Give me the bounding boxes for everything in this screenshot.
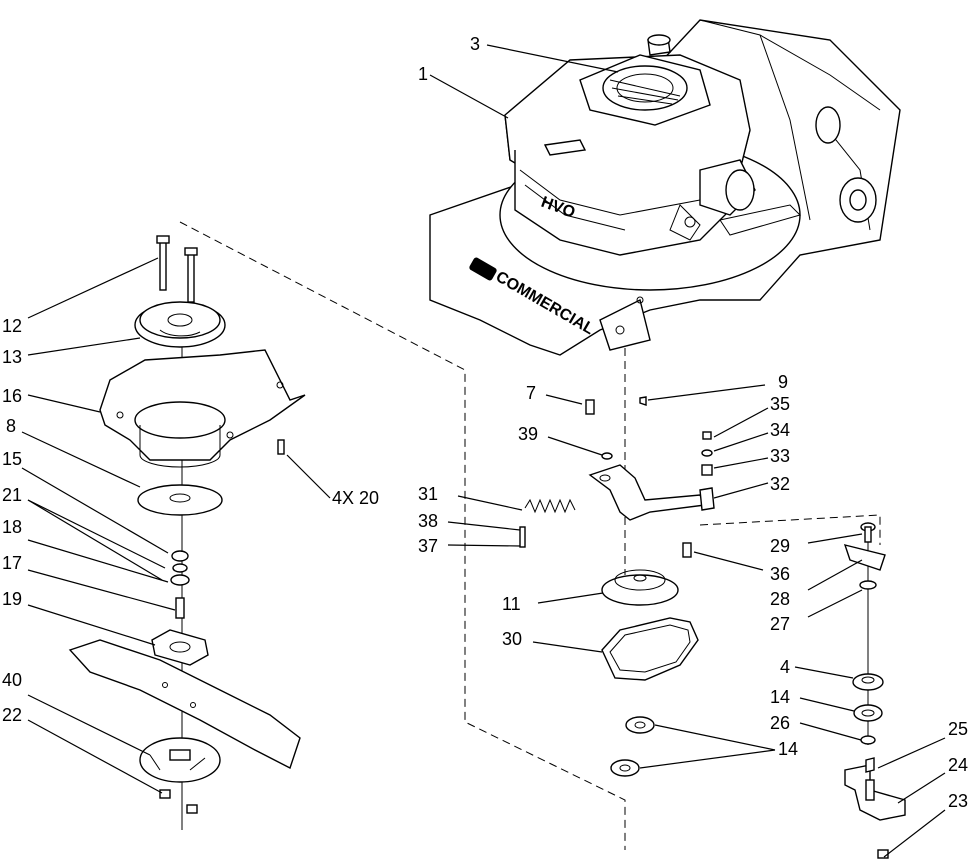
leader-lines <box>21 44 946 858</box>
callout-21: 21 <box>2 485 22 505</box>
washer-26 <box>860 735 876 745</box>
callout-35: 35 <box>770 394 790 414</box>
callout-28: 28 <box>770 589 790 609</box>
nuts-22 <box>159 789 198 814</box>
blade-shroud-16 <box>99 349 306 468</box>
assembly-dashed-outline <box>179 221 881 850</box>
callout-36: 36 <box>770 564 790 584</box>
idler-bracket-24 <box>844 757 906 821</box>
callout-14b: 14 <box>778 739 798 759</box>
bolt-37 <box>519 526 526 548</box>
engine: HVO <box>499 34 801 291</box>
pin-29 <box>860 522 876 543</box>
callout-38: 38 <box>418 511 438 531</box>
spring-31 <box>524 498 576 514</box>
callout-8: 8 <box>6 416 16 436</box>
callout-22: 22 <box>2 705 22 725</box>
washer-27 <box>859 580 877 590</box>
callout-17: 17 <box>2 553 22 573</box>
bracket-28 <box>843 544 886 571</box>
bearings-14 <box>610 716 655 777</box>
blade-adapter-13 <box>134 301 226 348</box>
callout-37: 37 <box>418 536 438 556</box>
callout-11: 11 <box>502 594 521 614</box>
hardware-35-34-33 <box>701 431 713 476</box>
callout-27: 27 <box>770 614 790 634</box>
callout-labels: 1 3 12 13 16 8 15 21 18 17 19 40 22 4X 2… <box>2 34 968 811</box>
blade-plate-40 <box>139 737 221 783</box>
callout-4: 4 <box>780 657 790 677</box>
callout-40: 40 <box>2 670 22 690</box>
nut-23 <box>877 849 889 859</box>
callout-7: 7 <box>526 383 536 403</box>
callout-18: 18 <box>2 517 22 537</box>
blade-19 <box>68 639 301 769</box>
bolts-12 <box>156 235 198 303</box>
callout-25: 25 <box>948 719 968 739</box>
callout-4x20: 4X 20 <box>332 488 379 508</box>
callout-19: 19 <box>2 589 22 609</box>
screw-20 <box>277 439 285 455</box>
callout-29: 29 <box>770 536 790 556</box>
nut-39 <box>601 452 613 460</box>
key-9 <box>639 396 647 406</box>
callout-9: 9 <box>778 372 788 392</box>
callout-31: 31 <box>418 484 438 504</box>
callout-15: 15 <box>2 449 22 469</box>
callout-16: 16 <box>2 386 22 406</box>
callout-24: 24 <box>948 755 968 775</box>
idler-arm-32 <box>588 464 715 521</box>
callout-12: 12 <box>2 316 22 336</box>
callout-33: 33 <box>770 446 790 466</box>
callout-32: 32 <box>770 474 790 494</box>
hardware-stack-15-21-18-17 <box>170 550 190 619</box>
callout-13: 13 <box>2 347 22 367</box>
callout-39: 39 <box>518 424 538 444</box>
bearing-4 <box>852 673 884 691</box>
belt-30 <box>601 617 699 681</box>
callout-26: 26 <box>770 713 790 733</box>
blade-mount-17 <box>151 629 209 666</box>
callout-14a: 14 <box>770 687 790 707</box>
bolt-7 <box>585 399 595 415</box>
callout-30: 30 <box>502 629 522 649</box>
callout-3: 3 <box>470 34 480 54</box>
bearing-14-right <box>853 704 883 722</box>
washer-8 <box>137 484 223 516</box>
bolt-36 <box>682 542 692 558</box>
callout-1: 1 <box>418 64 428 84</box>
callout-34: 34 <box>770 420 790 440</box>
callout-23: 23 <box>948 791 968 811</box>
pulley-11 <box>601 569 679 606</box>
